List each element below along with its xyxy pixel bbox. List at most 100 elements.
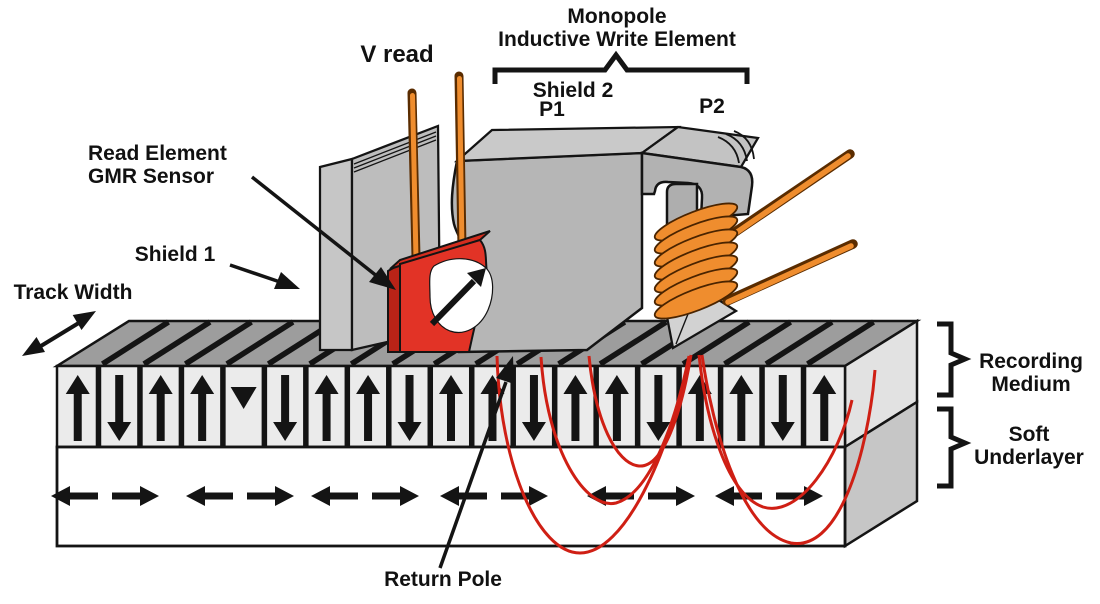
bit-divider	[593, 366, 599, 447]
write-coil	[653, 202, 739, 320]
bit-arrow-up	[563, 375, 588, 441]
underlayer-arrow-right	[112, 486, 159, 506]
p2-label: P2	[699, 95, 725, 118]
return-pole-label: Return Pole	[384, 568, 502, 591]
recording-medium-label: Recording Medium	[979, 350, 1083, 396]
sensor-magnetization-arrow	[429, 268, 486, 327]
recording-media-stack	[51, 318, 922, 549]
bit-divider	[386, 366, 392, 447]
shield1-lamination-lines	[353, 131, 437, 173]
track-width-double-arrow	[22, 311, 96, 356]
annotation-arrows	[22, 175, 396, 356]
bit-arrow-down	[521, 375, 546, 441]
underlayer-arrow-left	[51, 486, 98, 506]
bit-arrow-down	[646, 375, 671, 441]
top-stripe	[723, 319, 793, 367]
bit-arrow-down	[273, 375, 298, 441]
bit-dividers	[95, 366, 807, 447]
shield2-label: Shield 2	[532, 79, 614, 102]
bit-arrow-up	[439, 375, 463, 441]
bit-divider	[800, 366, 807, 447]
recording-medium-label-line1: Recording	[979, 350, 1083, 373]
bit-divider	[95, 366, 102, 447]
bit-divider	[551, 366, 558, 447]
bit-arrow-up	[148, 375, 173, 441]
bit-arrow-up	[65, 375, 90, 441]
bit-arrow-up	[604, 375, 629, 441]
bit-divider	[759, 366, 765, 447]
bit-divider	[178, 366, 185, 447]
flux-field-lines	[495, 354, 877, 555]
bit-divider	[427, 366, 434, 447]
bit-divider	[220, 366, 226, 447]
bit-arrow-down	[107, 375, 132, 441]
return-pole-arrow	[438, 356, 514, 569]
soft-underlayer-label-line1: Soft	[1008, 423, 1050, 446]
underlayer-arrow-left	[440, 486, 487, 506]
monopole-label-line1: Monopole	[567, 5, 667, 28]
underlayer-arrow-right	[372, 486, 419, 506]
top-stripe	[806, 319, 876, 367]
flux-line	[539, 355, 691, 506]
bit-arrow-up	[314, 375, 339, 441]
flux-line	[587, 354, 693, 468]
top-stripe	[764, 319, 834, 367]
underlayer-arrow-left	[186, 486, 233, 506]
head-assembly	[318, 71, 858, 354]
top-stripe	[225, 319, 295, 367]
top-stripe	[183, 319, 253, 367]
flux-line	[700, 354, 877, 545]
braces	[492, 50, 972, 489]
bit-arrow-up	[687, 375, 712, 441]
bit-divider	[137, 366, 143, 447]
v-read-wire-left	[407, 88, 421, 262]
coil-lead-lower	[722, 239, 858, 306]
bit-arrow-down	[397, 375, 422, 441]
soft-underlayer-label: Soft Underlayer	[974, 423, 1084, 469]
v-read-wire-right	[454, 71, 467, 253]
bit-divider	[344, 366, 351, 447]
recording-medium-brace	[937, 321, 972, 398]
p1-label: P1	[539, 98, 565, 121]
write-element-bracket	[492, 50, 750, 84]
read-element-label-line2: GMR Sensor	[88, 165, 215, 188]
underlayer-arrow-right	[648, 486, 695, 506]
monopole-label-line2: Inductive Write Element	[498, 28, 736, 51]
read-element-label-line1: Read Element	[88, 142, 227, 165]
soft-underlayer-brace	[937, 406, 972, 489]
v-read-label: V read	[360, 41, 434, 68]
bit-divider	[510, 366, 516, 447]
read-element-label: Read Element GMR Sensor	[88, 142, 227, 188]
recording-medium-label-line2: Medium	[991, 373, 1071, 396]
shield1-label: Shield 1	[134, 243, 216, 266]
top-stripe	[100, 319, 170, 367]
bit-arrow-up	[812, 375, 837, 441]
bit-arrow-up	[356, 375, 381, 441]
top-stripe	[142, 319, 212, 367]
top-stripe	[598, 319, 668, 367]
p2-corner-stripes	[717, 130, 755, 164]
soft-underlayer-label-line2: Underlayer	[974, 446, 1084, 469]
bit-arrow-down	[770, 375, 795, 441]
p1-p2-divide-line	[641, 126, 679, 154]
shield1-pointer-arrow	[229, 263, 300, 289]
bit-arrow-triangle-down	[230, 387, 257, 409]
underlayer-arrow-left	[715, 486, 762, 506]
flux-line	[697, 354, 854, 510]
bit-divider	[468, 366, 475, 447]
coil-turn	[653, 280, 739, 320]
monopole-write-element-label: Monopole Inductive Write Element	[498, 5, 736, 51]
bit-divider	[717, 366, 724, 447]
bit-arrow-up	[190, 375, 215, 441]
bit-arrow-up	[729, 375, 754, 441]
bit-divider	[303, 366, 309, 447]
underlayer-arrow-right	[247, 486, 294, 506]
bit-divider	[261, 366, 268, 447]
read-element-pointer-arrow	[250, 175, 396, 290]
underlayer-arrow-left	[311, 486, 358, 506]
bit-magnetization-arrows	[65, 375, 837, 441]
top-stripe	[681, 319, 751, 367]
bit-divider	[634, 366, 641, 447]
